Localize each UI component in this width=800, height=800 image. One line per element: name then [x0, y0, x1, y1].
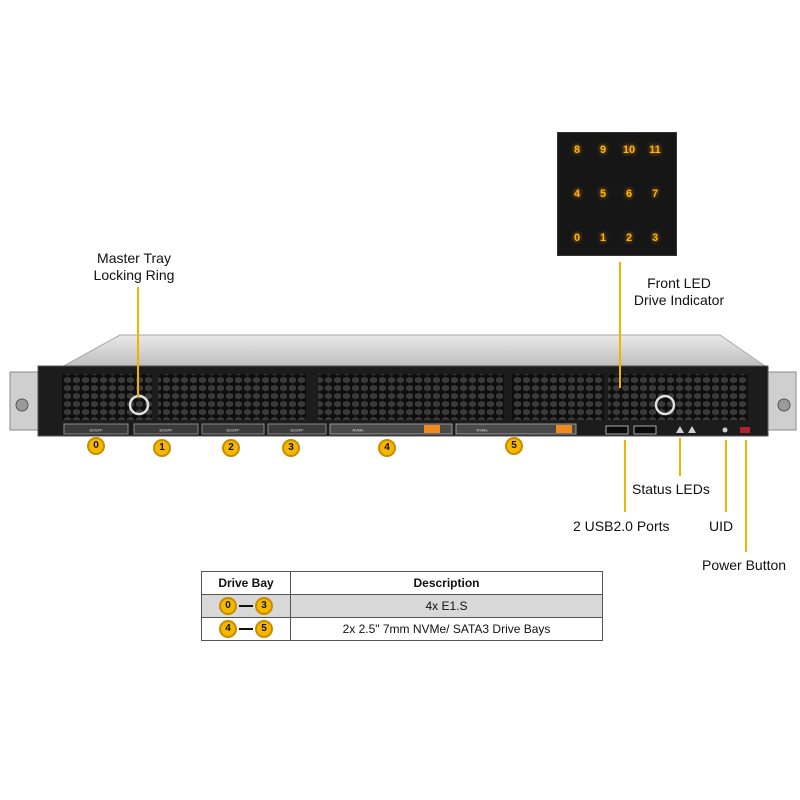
led-indicator: 2: [618, 227, 640, 249]
led-indicator: 6: [618, 183, 640, 205]
led-indicator: 7: [644, 183, 666, 205]
callout-line-power-button: [745, 440, 747, 552]
callout-line-2: Locking Ring: [93, 267, 175, 283]
header-description: Description: [290, 571, 603, 595]
drive-tray-label: EDSFF: [89, 428, 103, 433]
bay-description: 2x 2.5" 7mm NVMe/ SATA3 Drive Bays: [290, 617, 603, 641]
chassis-top-cover: [59, 334, 770, 369]
callout-line-uid: [725, 440, 727, 512]
drive-tray-1: [133, 423, 199, 435]
drive-tray-4: [329, 423, 453, 435]
status-led-2: [688, 426, 696, 433]
drive-tray-3: [267, 423, 327, 435]
drive-bay-badge-0: 0: [87, 437, 105, 455]
bay-range-end: 5: [255, 620, 273, 638]
callout-uid: UID: [709, 518, 734, 534]
callout-line-master-tray: [137, 287, 139, 397]
status-led-1: [676, 426, 684, 433]
front-led-drive-indicator-inset: 8 9 10 11 4 5 6 7 0 1 2 3: [557, 132, 677, 256]
callout-line-usb-ports: [624, 440, 626, 512]
callout-line-1: Front LED: [647, 275, 711, 291]
drive-bay-badge-5: 5: [505, 437, 523, 455]
table-header-row: Drive Bay Description: [201, 571, 603, 595]
usb-port-2: [633, 425, 657, 435]
drive-bay-badge-4: 4: [378, 439, 396, 457]
callout-usb-ports: 2 USB2.0 Ports: [573, 518, 670, 534]
callout-line-2: Drive Indicator: [633, 292, 725, 308]
led-indicator: 5: [592, 183, 614, 205]
led-indicator: 9: [592, 139, 614, 161]
led-indicator: 8: [566, 139, 588, 161]
master-tray-locking-ring: [128, 394, 150, 416]
led-indicator: 0: [566, 227, 588, 249]
drive-tray-label: NVMe: [352, 428, 364, 433]
callout-master-tray-locking-ring: Master Tray Locking Ring: [78, 250, 190, 284]
drive-tray-2: [201, 423, 265, 435]
drive-tray-label: EDSFF: [226, 428, 240, 433]
callout-line-1: Master Tray: [97, 250, 171, 266]
callout-line-front-led: [619, 262, 621, 388]
drive-tray-label: NVMe: [476, 428, 488, 433]
drive-tray-0: [63, 423, 129, 435]
usb-port-1: [605, 425, 629, 435]
callout-power-button: Power Button: [702, 557, 787, 573]
bay-range-start: 4: [219, 620, 237, 638]
callout-front-led-drive-indicator: Front LED Drive Indicator: [620, 275, 738, 309]
drive-tray-label: EDSFF: [290, 428, 304, 433]
bay-range-start: 0: [219, 597, 237, 615]
drive-bay-badge-1: 1: [153, 439, 171, 457]
uid-button: [722, 427, 728, 433]
led-indicator: 3: [644, 227, 666, 249]
server-chassis: EDSFF EDSFF EDSFF EDSFF NVMe NVMe: [9, 334, 797, 437]
led-indicator: 4: [566, 183, 588, 205]
drive-tray-label: EDSFF: [159, 428, 173, 433]
header-drive-bay: Drive Bay: [201, 571, 291, 595]
bay-description: 4x E1.S: [290, 594, 603, 618]
led-indicator: 10: [618, 139, 640, 161]
bay-range-end: 3: [255, 597, 273, 615]
drive-bay-badge-2: 2: [222, 439, 240, 457]
led-indicator: 11: [644, 139, 666, 161]
drive-tray-5: [455, 423, 577, 435]
power-button: [740, 427, 750, 433]
callout-status-leds: Status LEDs: [632, 481, 710, 497]
led-indicator: 1: [592, 227, 614, 249]
right-locking-ring: [654, 394, 676, 416]
callout-line-status-leds: [679, 438, 681, 476]
drive-bay-badge-3: 3: [282, 439, 300, 457]
